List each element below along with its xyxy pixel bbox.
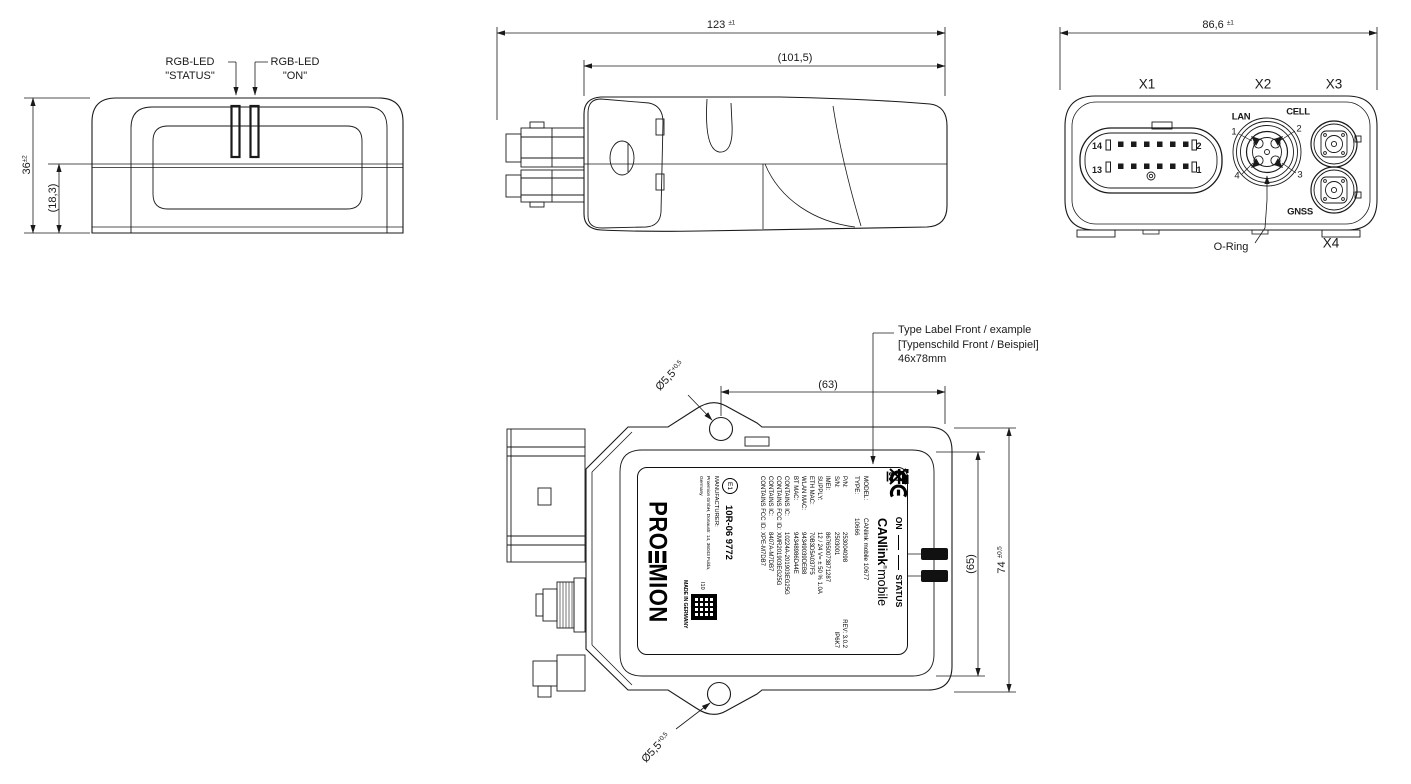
cell-label: CELL (1286, 106, 1310, 118)
oring-label: O-Ring (1213, 240, 1249, 253)
label-data-row: ETH MAC:70B3D5A037F5 (808, 476, 814, 575)
x2-contact-wedges (1251, 136, 1283, 168)
x1-pin-14: 14 (1091, 141, 1103, 151)
led-status-line2: "STATUS" (165, 70, 215, 82)
canlink-logo: CANlink®mobile (872, 469, 909, 648)
x2-pin-3: 3 (1297, 169, 1303, 181)
type-label-note: Type Label Front / example [Typenschild … (898, 323, 1039, 367)
label-model-row: MODEL: CANlink mobile 10677 (862, 476, 869, 581)
x1-pins-squares (1118, 141, 1189, 169)
type-label-content: ON STATUS CANlink®mobile MODEL: CANlink … (638, 468, 909, 656)
label-manufacturer-block: MANUFACTURER: Proemion GmbH, Donaustr. 1… (673, 476, 719, 648)
x1-pin-1: 1 (1196, 165, 1202, 175)
type-label: ON STATUS CANlink®mobile MODEL: CANlink … (637, 467, 909, 656)
x2-pin-1: 1 (1231, 126, 1237, 138)
dim-length: 123 ±1 (706, 19, 736, 31)
led-tick-line (898, 554, 900, 570)
label-data-row: BT MAC:94348986D44E (791, 476, 798, 574)
label-data-row: CONTAINS IC:10224A-201903EG25G (783, 476, 790, 595)
led-status-annotation: RGB-LED "STATUS" (148, 55, 232, 83)
connector-x2-label: X2 (1254, 76, 1272, 92)
brand-text: CANlink®mobile (875, 517, 889, 607)
rear-view-lineart (1059, 27, 1378, 244)
led-on-line2: "ON" (282, 70, 308, 82)
type-label-note-line1: Type Label Front / example (898, 324, 1032, 336)
label-status-text: STATUS (894, 574, 904, 608)
front-view-lineart (24, 61, 404, 234)
dim-65: (65) (965, 554, 977, 574)
gnss-label: GNSS (1287, 206, 1313, 218)
e-mark-number: 10R-06 9772 (722, 505, 734, 560)
manufacturer-address: Proemion GmbH, Donaustr. 14, 36043 Fulda… (697, 476, 711, 571)
manufacturer-key: MANUFACTURER: (712, 476, 719, 527)
led-tick-line (898, 534, 900, 550)
type-label-note-line3: 46x78mm (898, 353, 947, 365)
side-view-lineart (496, 27, 948, 232)
led-on-line1: RGB-LED (270, 56, 320, 68)
x2-pin-4: 4 (1234, 170, 1240, 182)
x2-pin-2: 2 (1296, 123, 1302, 135)
weee-bin-icon (886, 468, 907, 485)
label-data-row: IMEI:867650073871287 (824, 476, 831, 583)
label-led-markings: ON STATUS (893, 476, 905, 648)
label-on-text: ON (894, 516, 904, 530)
dim-height-inner: (18,3) (47, 183, 59, 213)
label-rev-mark: I10 (698, 582, 705, 590)
connector-x3-label: X3 (1325, 76, 1343, 92)
x1-pin-2: 2 (1196, 141, 1202, 151)
label-data-row: WLAN MAC:94349039DEB8 (799, 476, 806, 575)
bottom-view-lineart (506, 332, 1016, 730)
lan-label: LAN (1231, 111, 1251, 123)
dim-width: 86,6 ±1 (1202, 19, 1234, 31)
dim-63: (63) (818, 379, 838, 391)
made-in-germany: MADE IN GERMANY (681, 580, 688, 629)
connector-x1-label: X1 (1138, 76, 1156, 92)
led-status-line1: RGB-LED (165, 56, 215, 68)
led-on-annotation: RGB-LED "ON" (262, 55, 328, 83)
label-type-row: TYPE: 10666 (853, 476, 861, 536)
e-mark: E1 (721, 478, 738, 494)
dim-length-inner: (101,5) (777, 52, 813, 64)
dim-height: 36±2 (21, 155, 33, 175)
x1-pin-13: 13 (1091, 165, 1103, 175)
label-data-row: CONTAINS FCC ID:XMR201903EG25G (775, 476, 782, 586)
datamatrix-code (690, 594, 717, 620)
label-data-row: SUPPLY:12 / 24 V= ± 50 % 1.0A (816, 476, 823, 594)
type-label-note-line2: [Typenschild Front / Beispiel] (898, 338, 1039, 351)
connector-x4-label: X4 (1322, 235, 1340, 251)
label-data-row: CONTAINS IC:8407A-M7DB7 (766, 476, 773, 572)
dim-74: 74 ±0,5 (996, 546, 1008, 574)
proemion-e-glyph (648, 550, 666, 563)
label-certifications: E1 10R-06 9772 (721, 468, 908, 648)
label-data-row: CONTAINS FCC ID:XPE-M7DB7 (758, 476, 765, 567)
